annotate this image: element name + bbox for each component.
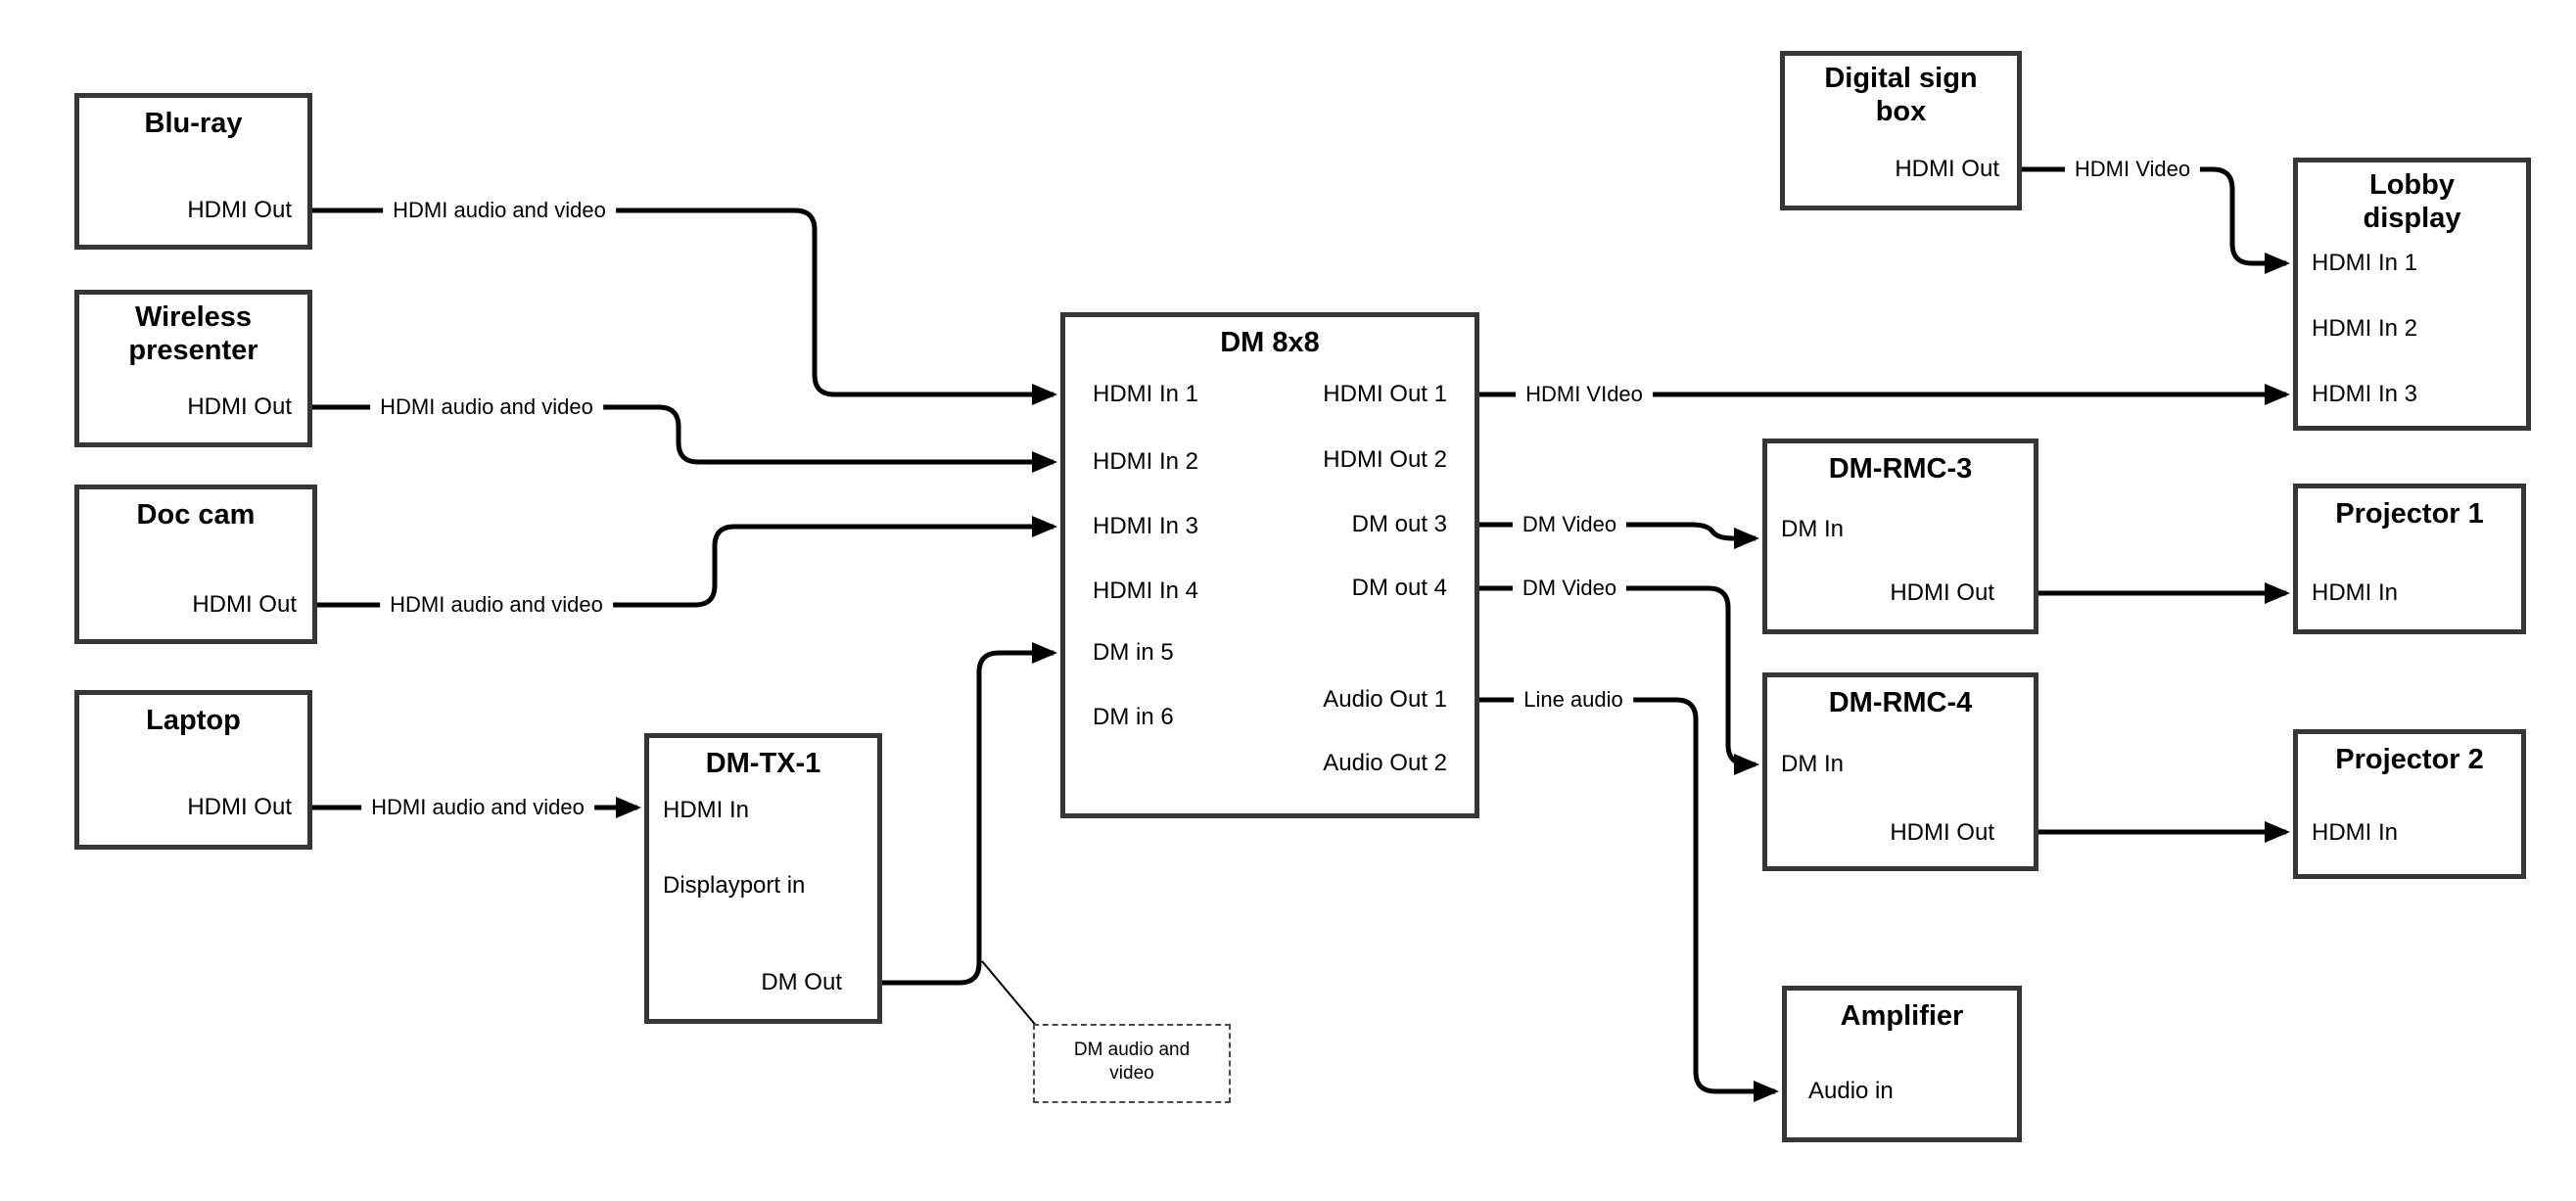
port-dm8x8-dm-in-6: DM in 6 <box>1093 704 1174 730</box>
node-title: Projector 2 <box>2335 744 2484 775</box>
node-title: Lobby display <box>2363 169 2461 234</box>
port-rmc3-hdmi-out: HDMI Out <box>1890 579 1994 606</box>
connector-digitalsign-to-lobby-hdmi-in-1 <box>2022 166 2290 274</box>
node-title: Amplifier <box>1840 1000 1964 1032</box>
node-dm-tx-1: DM-TX-1 HDMI In Displayport in DM Out <box>644 733 882 1024</box>
node-laptop: Laptop HDMI Out <box>74 690 312 850</box>
port-dm8x8-dm-in-5: DM in 5 <box>1093 639 1174 666</box>
connection-label-digital-sign: HDMI Video <box>2064 157 2201 182</box>
callout-dm-audio-and-video: DM audio and video <box>1033 1024 1231 1103</box>
node-projector-1: Projector 1 HDMI In <box>2293 484 2526 634</box>
node-wireless-presenter: Wireless presenter HDMI Out <box>74 290 312 447</box>
port-dmtx1-dm-out: DM Out <box>761 969 842 995</box>
node-bluray: Blu-ray HDMI Out <box>74 93 312 250</box>
node-projector-2: Projector 2 HDMI In <box>2293 729 2526 879</box>
port-dm8x8-hdmi-out-2: HDMI Out 2 <box>1323 446 1447 473</box>
port-dm8x8-hdmi-in-3: HDMI In 3 <box>1093 513 1199 539</box>
node-title: DM-RMC-3 <box>1828 453 1973 485</box>
node-title: DM-TX-1 <box>705 748 821 779</box>
connection-label-doccam: HDMI audio and video <box>380 592 613 618</box>
node-amplifier: Amplifier Audio in <box>1782 986 2022 1142</box>
connector-wireless-to-dm8x8-hdmi-in-2 <box>312 404 1057 473</box>
node-title: Projector 1 <box>2335 498 2484 530</box>
connection-label-audio-out-1: Line audio <box>1514 687 1633 713</box>
connection-label-bluray: HDMI audio and video <box>383 198 616 223</box>
port-dmtx1-displayport-in: Displayport in <box>663 872 806 899</box>
node-title: Blu-ray <box>144 108 243 139</box>
port-projector1-hdmi-in: HDMI In <box>2312 579 2399 606</box>
connector-dmtx1-dmout-to-dm8x8-dm-in-5 <box>882 642 1057 986</box>
port-dm8x8-hdmi-in-4: HDMI In 4 <box>1093 577 1199 604</box>
node-digital-sign-box: Digital sign box HDMI Out <box>1780 51 2022 210</box>
port-projector2-hdmi-in: HDMI In <box>2312 819 2399 846</box>
node-title: Digital sign box <box>1824 63 1978 127</box>
node-title: Wireless presenter <box>128 301 258 366</box>
connection-label-hdmi-out-1: HDMI VIdeo <box>1516 382 1653 407</box>
node-title: DM 8x8 <box>1220 327 1320 358</box>
port-dm8x8-dm-out-3: DM out 3 <box>1351 511 1447 537</box>
port-amplifier-audio-in: Audio in <box>1808 1078 1894 1104</box>
port-rmc4-hdmi-out: HDMI Out <box>1890 819 1994 846</box>
port-dm8x8-audio-out-2: Audio Out 2 <box>1323 750 1447 776</box>
connector-bluray-to-dm8x8-hdmi-in-1 <box>312 208 1057 405</box>
port-dm8x8-audio-out-1: Audio Out 1 <box>1323 686 1447 713</box>
port-bluray-hdmi-out: HDMI Out <box>187 197 292 223</box>
port-lobby-hdmi-in-2: HDMI In 2 <box>2312 315 2418 342</box>
node-title: Doc cam <box>136 499 256 531</box>
port-lobby-hdmi-in-3: HDMI In 3 <box>2312 381 2418 407</box>
connector-dm8x8-audio-out-1-to-amplifier <box>1479 697 1779 1102</box>
node-dm-rmc-3: DM-RMC-3 DM In HDMI Out <box>1762 439 2038 634</box>
connector-dm8x8-dm-out-3-to-rmc3-dm-in <box>1479 522 1759 549</box>
connector-doccam-to-dm8x8-hdmi-in-3 <box>317 516 1057 608</box>
port-dm8x8-hdmi-in-1: HDMI In 1 <box>1093 381 1199 407</box>
connection-label-dm-out-3: DM Video <box>1512 512 1627 537</box>
port-rmc4-dm-in: DM In <box>1781 751 1845 777</box>
port-dm8x8-hdmi-out-1: HDMI Out 1 <box>1323 381 1447 407</box>
port-lobby-hdmi-in-1: HDMI In 1 <box>2312 250 2418 276</box>
connector-dm8x8-dm-out-4-to-rmc4-dm-in <box>1479 585 1759 775</box>
node-lobby-display: Lobby display HDMI In 1 HDMI In 2 HDMI I… <box>2293 158 2531 431</box>
port-wireless-hdmi-out: HDMI Out <box>187 393 292 420</box>
node-title: Laptop <box>146 705 241 736</box>
port-digitalsign-hdmi-out: HDMI Out <box>1895 156 1999 182</box>
node-dm-8x8: DM 8x8 HDMI In 1 HDMI In 2 HDMI In 3 HDM… <box>1060 312 1479 818</box>
port-rmc3-dm-in: DM In <box>1781 516 1845 542</box>
port-dm8x8-hdmi-in-2: HDMI In 2 <box>1093 448 1199 475</box>
port-dmtx1-hdmi-in: HDMI In <box>663 797 750 823</box>
connection-label-dm-out-4: DM Video <box>1512 576 1627 601</box>
connection-label-laptop: HDMI audio and video <box>361 795 594 820</box>
node-dm-rmc-4: DM-RMC-4 DM In HDMI Out <box>1762 672 2038 871</box>
port-dm8x8-dm-out-4: DM out 4 <box>1351 575 1447 601</box>
node-doc-cam: Doc cam HDMI Out <box>74 485 317 644</box>
connection-label-wireless: HDMI audio and video <box>370 394 603 420</box>
callout-leader-line <box>981 960 1039 1029</box>
node-title: DM-RMC-4 <box>1828 687 1973 718</box>
port-laptop-hdmi-out: HDMI Out <box>187 794 292 820</box>
port-doccam-hdmi-out: HDMI Out <box>192 591 297 618</box>
